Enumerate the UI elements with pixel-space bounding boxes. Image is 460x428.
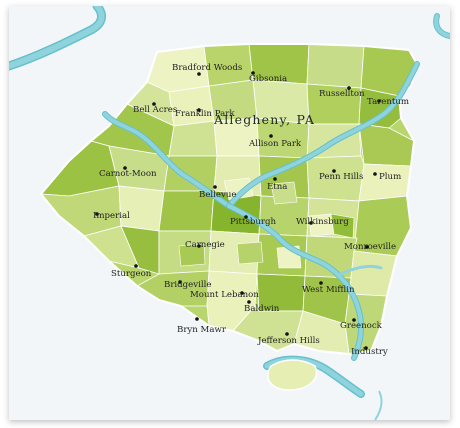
place-penn-hills[interactable]: Penn Hills (319, 169, 363, 182)
place-greenock[interactable]: Greenock (340, 318, 383, 331)
place-label: Wilkinsburg (296, 217, 349, 227)
place-dot (197, 108, 201, 112)
place-pittsburgh[interactable]: Pittsburgh (230, 215, 276, 227)
place-dot (352, 318, 356, 322)
place-label: Plum (379, 172, 401, 182)
place-label: Penn Hills (319, 172, 363, 182)
place-dot (197, 72, 201, 76)
place-monroeville[interactable]: Monroeville (344, 242, 396, 252)
youghiogheny-river (339, 264, 383, 276)
place-etna[interactable]: Etna (267, 177, 287, 192)
river-north-west (9, 6, 106, 71)
place-bell-acres[interactable]: Bell Acres (133, 102, 177, 115)
place-carnegie[interactable]: Carnegie (185, 240, 225, 250)
place-dot (377, 99, 381, 103)
ohio-river (102, 111, 232, 209)
place-label: Allison Park (248, 139, 302, 149)
place-label: Etna (267, 182, 287, 192)
place-dot (269, 134, 273, 138)
place-west-mifflin[interactable]: West Mifflin (302, 281, 355, 295)
place-dot (195, 317, 199, 321)
place-label: Russellton (319, 89, 365, 99)
place-label: Gibsonia (249, 74, 287, 84)
place-label: Mount Lebanon (190, 290, 259, 300)
place-label: Jefferson Hills (257, 336, 320, 346)
place-label: Greenock (340, 321, 383, 331)
place-dot (285, 332, 289, 336)
river-north-east (433, 13, 450, 39)
place-dot (134, 264, 138, 268)
county-map[interactable]: Allegheny, PA Bradford WoodsGibsoniaRuss… (9, 6, 450, 420)
place-label: Bridgeville (164, 280, 211, 290)
place-bellevue[interactable]: Bellevue (199, 185, 236, 200)
place-markers: Bradford WoodsGibsoniaRusselltonTarentum… (93, 63, 409, 357)
monongahela-river (226, 203, 365, 361)
place-dot (273, 177, 277, 181)
place-dot (178, 280, 182, 284)
place-dot (247, 300, 251, 304)
place-bridgeville[interactable]: Bridgeville (164, 280, 211, 290)
place-dot (123, 166, 127, 170)
place-mount-lebanon[interactable]: Mount Lebanon (190, 290, 259, 300)
place-jefferson-hills[interactable]: Jefferson Hills (257, 332, 320, 346)
place-dot (364, 346, 368, 350)
place-dot (251, 71, 255, 75)
place-label: Pittsburgh (230, 217, 276, 227)
place-label: Monroeville (344, 242, 396, 252)
place-label: Franklin Park (175, 109, 235, 119)
place-label: Industry (351, 347, 388, 357)
allegheny-river (226, 61, 420, 209)
place-sturgeon[interactable]: Sturgeon (111, 264, 152, 279)
place-allison-park[interactable]: Allison Park (248, 134, 302, 149)
place-label: Bradford Woods (172, 63, 242, 73)
place-dot (332, 169, 336, 173)
place-label: West Mifflin (302, 285, 355, 295)
place-tarentum[interactable]: Tarentum (367, 97, 409, 107)
place-label: Carnegie (185, 240, 225, 250)
place-dot (373, 172, 377, 176)
place-wilkinsburg[interactable]: Wilkinsburg (296, 217, 349, 227)
place-dot (213, 185, 217, 189)
place-gibsonia[interactable]: Gibsonia (249, 71, 287, 84)
place-baldwin[interactable]: Baldwin (244, 300, 280, 314)
place-label: Baldwin (244, 304, 280, 314)
place-dot (347, 86, 351, 90)
place-dot (309, 221, 313, 225)
place-dot (365, 245, 369, 249)
place-label: Bell Acres (133, 105, 177, 115)
place-dot (152, 102, 156, 106)
place-label: Imperial (93, 211, 130, 221)
place-dot (319, 281, 323, 285)
place-label: Sturgeon (111, 269, 152, 279)
place-label: Bryn Mawr (177, 325, 227, 335)
place-dot (197, 244, 201, 248)
place-label: Carnot-Moon (99, 169, 157, 179)
place-dot (240, 291, 244, 295)
place-franklin-park[interactable]: Franklin Park (175, 108, 235, 119)
place-bradford-woods[interactable]: Bradford Woods (172, 63, 242, 76)
place-russellton[interactable]: Russellton (319, 86, 365, 99)
place-dot (244, 215, 248, 219)
place-bryn-mawr[interactable]: Bryn Mawr (177, 317, 227, 335)
place-label: Bellevue (199, 190, 236, 200)
place-industry[interactable]: Industry (351, 346, 388, 357)
place-dot (95, 212, 99, 216)
map-title: Allegheny, PA (213, 112, 315, 127)
place-carnot-moon[interactable]: Carnot-Moon (99, 166, 157, 179)
place-label: Tarentum (367, 97, 409, 107)
place-imperial[interactable]: Imperial (93, 211, 130, 221)
place-plum[interactable]: Plum (373, 172, 401, 182)
county-south-tail (267, 359, 318, 391)
